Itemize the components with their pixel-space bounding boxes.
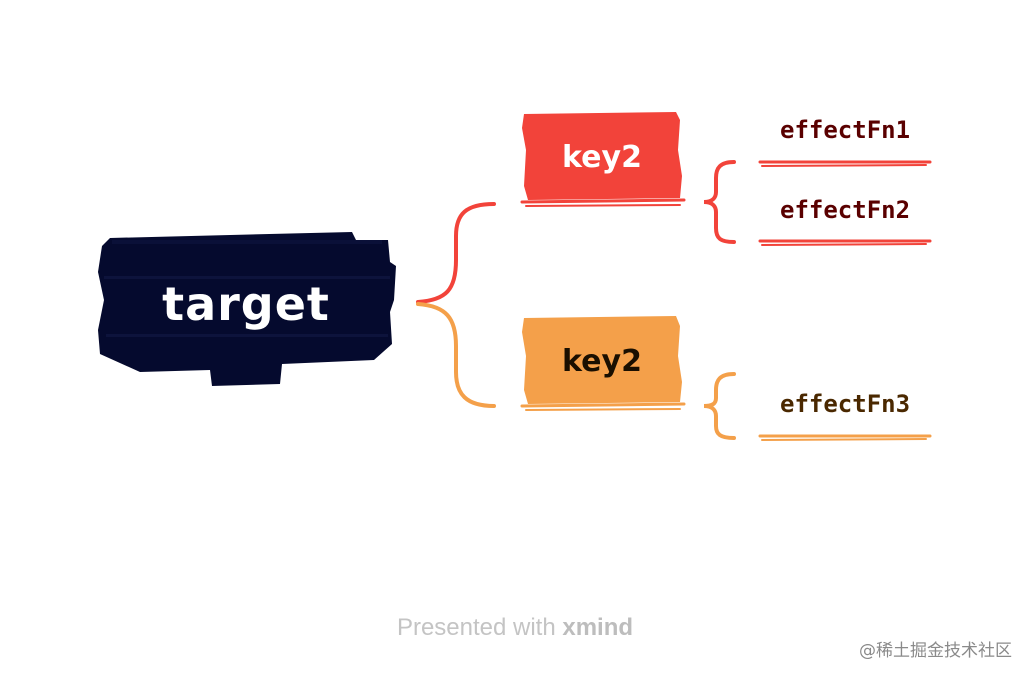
leaf-effectfn3[interactable]: effectFn3 <box>780 390 911 418</box>
leaf-underlines <box>758 160 932 441</box>
xmind-brand: xmind <box>562 614 634 641</box>
footer-prefix: Presented with <box>396 614 563 641</box>
branch-node-key-orange[interactable] <box>520 316 686 411</box>
branch-node-key-red[interactable] <box>520 112 686 207</box>
presented-with-footer: Presented with xmind <box>0 614 1030 642</box>
leaf-effectfn2[interactable]: effectFn2 <box>780 196 911 224</box>
branch-label-red: key2 <box>562 139 642 175</box>
root-node-shape[interactable] <box>98 232 396 386</box>
root-connector <box>416 202 496 408</box>
root-node-label: target <box>162 277 330 331</box>
orange-brace-connector <box>703 372 736 440</box>
branch-label-orange: key2 <box>562 343 642 379</box>
red-brace-connector <box>703 160 736 244</box>
watermark: @稀土掘金技术社区 <box>859 641 1012 661</box>
leaf-effectfn1[interactable]: effectFn1 <box>780 116 911 144</box>
